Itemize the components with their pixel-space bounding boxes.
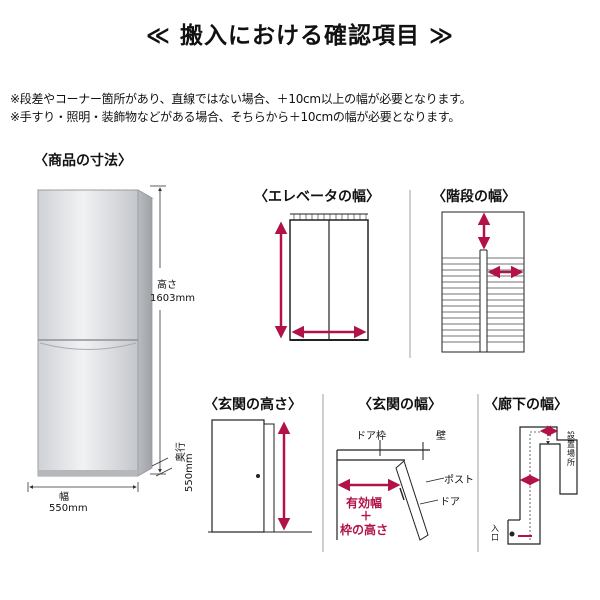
frame-height-label: 枠の高さ bbox=[340, 523, 389, 537]
post-label: ポスト bbox=[444, 475, 474, 486]
door-frame-label: ドア枠 bbox=[356, 431, 386, 442]
elevator-illustration bbox=[289, 213, 369, 341]
width-label: 幅 bbox=[59, 492, 69, 503]
install-place-label: 設置場所 bbox=[567, 431, 575, 467]
height-label: 高さ bbox=[157, 280, 177, 291]
hallway-width-heading: 〈廊下の幅〉 bbox=[484, 397, 568, 413]
door-label: ドア bbox=[440, 497, 460, 508]
fridge-illustration bbox=[36, 189, 154, 477]
plus-sign: ＋ bbox=[360, 509, 373, 523]
depth-value: 550mm bbox=[184, 453, 195, 492]
height-value: 1603mm bbox=[150, 293, 195, 304]
entrance-label: 入口 bbox=[491, 524, 499, 542]
note-step-corner: ※段差やコーナー箇所があり、直線ではない場合、＋10cm以上の幅が必要となります… bbox=[10, 92, 472, 106]
wall-label: 壁 bbox=[436, 431, 446, 442]
entrance-height-heading: 〈玄関の高さ〉 bbox=[204, 397, 302, 413]
width-value: 550mm bbox=[49, 503, 88, 514]
note-handrail: ※手すり・照明・装飾物などがある場合、そちらから＋10cmの幅が必要となります。 bbox=[10, 110, 461, 124]
entrance-height-illustration bbox=[208, 419, 312, 533]
elevator-width-heading: 〈エレベータの幅〉 bbox=[254, 189, 380, 205]
hallway-illustration bbox=[507, 426, 578, 545]
entrance-width-illustration bbox=[336, 440, 445, 541]
product-dimensions-heading: 〈商品の寸法〉 bbox=[34, 153, 132, 169]
stairs-illustration bbox=[441, 211, 525, 353]
entrance-width-heading: 〈玄関の幅〉 bbox=[358, 397, 442, 413]
effective-width-label: 有効幅 bbox=[346, 496, 383, 510]
stairs-width-heading: 〈階段の幅〉 bbox=[432, 189, 516, 205]
page-title: ≪ 搬入における確認項目 ≫ bbox=[145, 23, 455, 49]
